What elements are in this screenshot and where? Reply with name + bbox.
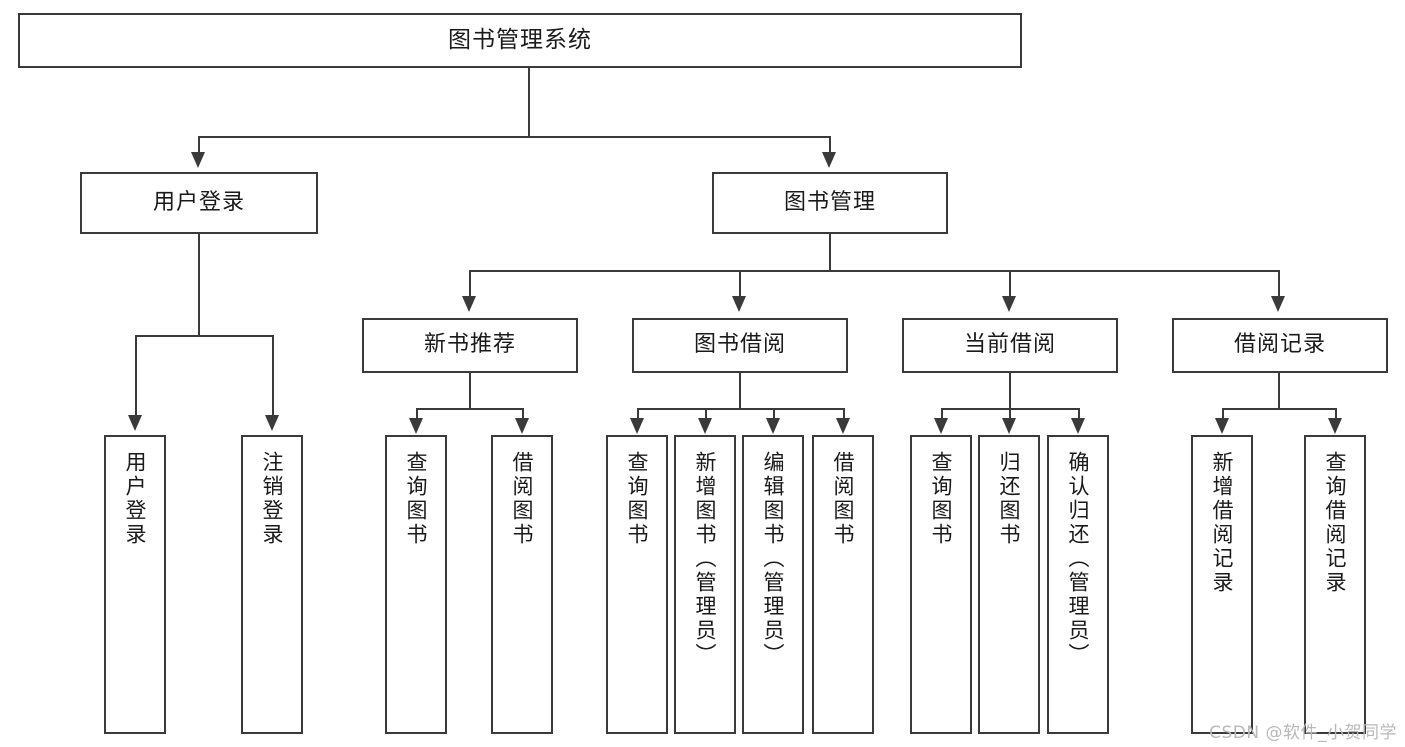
arrowhead-book-borrow-leaf-3 <box>766 418 780 434</box>
connector-book-borrow-drop-3 <box>773 408 775 420</box>
connector-new-book-drop-2 <box>522 408 524 420</box>
node-label: 查询借阅记录 <box>1323 451 1348 595</box>
leaf-query-borrow-record[interactable]: 查询借阅记录 <box>1304 435 1366 734</box>
connector-root-to-book-mgmt <box>829 136 831 156</box>
node-label: 新增图书（管理员） <box>693 451 718 667</box>
connector-borrow-record-drop-1 <box>1222 408 1224 420</box>
connector-current-borrow-drop-3 <box>1078 408 1080 420</box>
leaf-add-borrow-record[interactable]: 新增借阅记录 <box>1191 435 1253 734</box>
leaf-book-borrow-query[interactable]: 查询图书 <box>606 435 668 734</box>
arrowhead-user-login-leaf-1 <box>128 415 142 431</box>
node-borrow-record[interactable]: 借阅记录 <box>1172 318 1388 373</box>
node-label: 图书管理系统 <box>448 26 592 53</box>
node-label: 借阅图书 <box>831 451 856 547</box>
node-label: 新书推荐 <box>423 332 516 358</box>
arrowhead-new-book-leaf-2 <box>515 418 529 434</box>
node-label: 查询图书 <box>929 451 954 547</box>
node-label: 借阅图书 <box>510 451 535 547</box>
connector-book-mgmt-drop-1 <box>469 270 471 298</box>
leaf-new-book-borrow[interactable]: 借阅图书 <box>491 435 553 734</box>
node-user-login[interactable]: 用户登录 <box>80 172 318 234</box>
arrowhead-user-login-leaf-2 <box>265 415 279 431</box>
arrowhead-book-borrow-leaf-2 <box>698 418 712 434</box>
node-label: 编辑图书（管理员） <box>761 451 786 667</box>
connector-book-mgmt-bus <box>469 270 1278 272</box>
connector-current-borrow-stem <box>1009 373 1011 409</box>
node-book-borrow[interactable]: 图书借阅 <box>632 318 848 373</box>
connector-user-login-left-drop <box>135 335 137 419</box>
arrowhead-book-borrow-leaf-1 <box>630 418 644 434</box>
leaf-logout[interactable]: 注销登录 <box>241 435 303 734</box>
leaf-user-login[interactable]: 用户登录 <box>104 435 166 734</box>
node-label: 借阅记录 <box>1233 332 1326 358</box>
arrowhead-book-borrow-leaf-4 <box>836 418 850 434</box>
connector-root-to-user-login <box>198 136 200 156</box>
connector-user-login-stem <box>198 234 200 335</box>
arrowhead-new-book-leaf-1 <box>409 418 423 434</box>
connector-borrow-record-drop-2 <box>1335 408 1337 420</box>
leaf-return-book[interactable]: 归还图书 <box>978 435 1040 734</box>
connector-book-borrow-stem <box>739 373 741 409</box>
connector-root-stem <box>528 68 530 136</box>
node-label: 用户登录 <box>152 189 245 215</box>
connector-root-bus <box>198 136 830 138</box>
connector-user-login-right-drop <box>272 335 274 419</box>
node-label: 图书管理 <box>783 189 876 215</box>
connector-book-mgmt-drop-4 <box>1278 270 1280 298</box>
leaf-new-book-query[interactable]: 查询图书 <box>385 435 447 734</box>
connector-book-borrow-drop-1 <box>637 408 639 420</box>
node-label: 用户登录 <box>123 451 148 547</box>
arrowhead-current-borrow-leaf-2 <box>1002 418 1016 434</box>
connector-user-login-bus <box>135 335 272 337</box>
connector-book-borrow-drop-2 <box>705 408 707 420</box>
arrowhead-borrow-record <box>1271 296 1285 312</box>
node-label: 当前借阅 <box>963 332 1056 358</box>
node-label: 图书借阅 <box>693 332 786 358</box>
connector-new-book-bus <box>416 408 522 410</box>
connector-book-mgmt-drop-3 <box>1009 270 1011 298</box>
connector-book-mgmt-stem <box>829 234 831 271</box>
leaf-confirm-return-admin[interactable]: 确认归还（管理员） <box>1047 435 1109 734</box>
arrowhead-root-to-user-login <box>191 152 205 168</box>
arrowhead-current-borrow-leaf-1 <box>934 418 948 434</box>
arrowhead-borrow-record-leaf-2 <box>1328 418 1342 434</box>
arrowhead-current-borrow <box>1002 296 1016 312</box>
connector-borrow-record-bus <box>1222 408 1335 410</box>
arrowhead-book-borrow <box>732 296 746 312</box>
node-label: 注销登录 <box>260 451 285 547</box>
connector-borrow-record-stem <box>1278 373 1280 409</box>
arrowhead-borrow-record-leaf-1 <box>1215 418 1229 434</box>
connector-current-borrow-drop-1 <box>941 408 943 420</box>
node-label: 查询图书 <box>404 451 429 547</box>
node-new-book-recommend[interactable]: 新书推荐 <box>362 318 578 373</box>
connector-book-borrow-drop-4 <box>843 408 845 420</box>
leaf-book-borrow-action[interactable]: 借阅图书 <box>812 435 874 734</box>
arrowhead-current-borrow-leaf-3 <box>1071 418 1085 434</box>
arrowhead-root-to-book-mgmt <box>822 152 836 168</box>
leaf-book-edit-admin[interactable]: 编辑图书（管理员） <box>742 435 804 734</box>
node-label: 新增借阅记录 <box>1210 451 1235 595</box>
connector-new-book-stem <box>469 373 471 409</box>
leaf-current-borrow-query[interactable]: 查询图书 <box>910 435 972 734</box>
arrowhead-new-book <box>462 296 476 312</box>
leaf-book-add-admin[interactable]: 新增图书（管理员） <box>674 435 736 734</box>
connector-current-borrow-drop-2 <box>1009 408 1011 420</box>
connector-new-book-drop-1 <box>416 408 418 420</box>
node-book-management[interactable]: 图书管理 <box>712 172 948 234</box>
node-label: 确认归还（管理员） <box>1066 451 1091 667</box>
connector-book-mgmt-drop-2 <box>739 270 741 298</box>
node-label: 归还图书 <box>997 451 1022 547</box>
node-label: 查询图书 <box>625 451 650 547</box>
connector-book-borrow-bus <box>637 408 843 410</box>
node-current-borrow[interactable]: 当前借阅 <box>902 318 1118 373</box>
node-root-system[interactable]: 图书管理系统 <box>18 13 1022 68</box>
